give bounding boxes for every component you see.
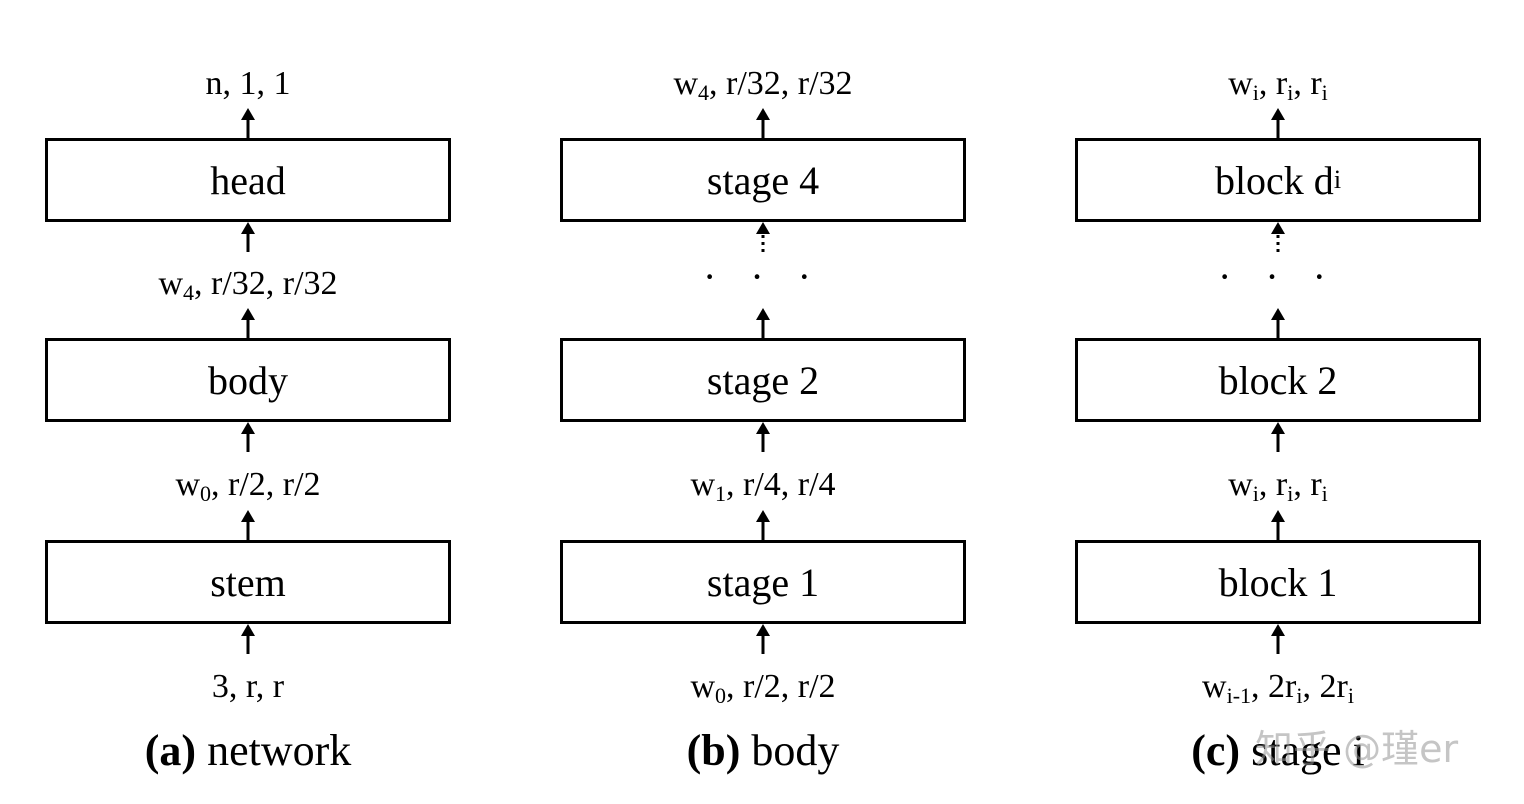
ellipsis: · · · <box>703 254 823 299</box>
stage1-box: stage 1 <box>560 540 966 624</box>
arrow-up-icon <box>1271 108 1285 138</box>
arrow-up-icon <box>756 108 770 138</box>
stage2-box: stage 2 <box>560 338 966 422</box>
arrow-up-icon <box>241 422 255 452</box>
stage4-box: stage 4 <box>560 138 966 222</box>
body-input-shape-label: w0, r/2, r/2 <box>690 668 836 708</box>
arrow-up-icon <box>1271 308 1285 338</box>
arrow-up-icon <box>1271 422 1285 452</box>
body-box: body <box>45 338 451 422</box>
stem-output-shape-label: w0, r/2, r/2 <box>175 466 321 506</box>
output-shape-label: n, 1, 1 <box>205 65 291 102</box>
block-output-shape-label: wi, ri, ri <box>1228 65 1328 105</box>
caption-stage: (c) stage i <box>1191 726 1365 775</box>
stem-box: stem <box>45 540 451 624</box>
arrow-up-icon <box>756 624 770 654</box>
stage-input-shape-label: wi-1, 2ri, 2ri <box>1202 668 1354 708</box>
body-output-shape-label: w4, r/32, r/32 <box>158 265 338 305</box>
arrow-up-icon <box>241 308 255 338</box>
block2-box: block 2 <box>1075 338 1481 422</box>
caption-network: (a) network <box>144 726 352 775</box>
caption-body: (b) body <box>686 726 840 775</box>
block1-box: block 1 <box>1075 540 1481 624</box>
arrow-up-icon <box>241 108 255 138</box>
watermark: 知乎 @瑾er <box>1255 727 1459 771</box>
arrow-up-icon <box>756 510 770 540</box>
panel-network: n, 1, 1 head w4, r/32, r/32 body w0, r/2… <box>45 0 455 804</box>
panel-body: w4, r/32, r/32 stage 4 · · · stage 2 w1,… <box>560 0 970 804</box>
dotted-arrow-up-icon <box>1271 222 1285 252</box>
arrow-up-icon <box>1271 510 1285 540</box>
head-box: head <box>45 138 451 222</box>
stage1-output-shape-label: w1, r/4, r/4 <box>690 466 836 506</box>
arrow-up-icon <box>1271 624 1285 654</box>
arrow-up-icon <box>756 308 770 338</box>
arrow-up-icon <box>241 222 255 252</box>
ellipsis: · · · <box>1218 254 1338 299</box>
arrow-up-icon <box>241 624 255 654</box>
arrow-up-icon <box>756 422 770 452</box>
input-shape-label: 3, r, r <box>211 668 285 705</box>
block1-output-shape-label: wi, ri, ri <box>1228 466 1328 506</box>
arrow-up-icon <box>241 510 255 540</box>
stage4-output-shape-label: w4, r/32, r/32 <box>673 65 853 105</box>
dotted-arrow-up-icon <box>756 222 770 252</box>
